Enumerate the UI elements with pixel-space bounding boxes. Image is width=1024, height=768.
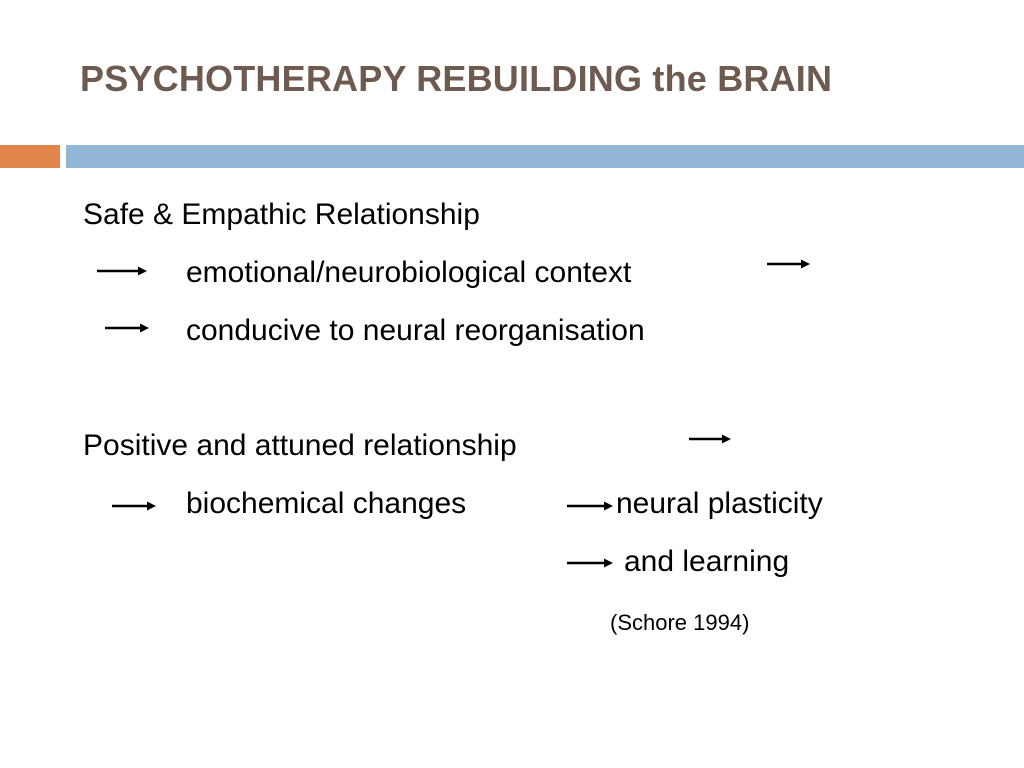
arrow-right-icon <box>567 557 613 569</box>
arrow-right-icon <box>689 433 731 445</box>
accent-bar-blue <box>66 145 1024 168</box>
arrow-right-icon <box>97 265 147 277</box>
line-positive-attuned-relationship: Positive and attuned relationship <box>83 429 517 462</box>
line-biochemical-changes: biochemical changes <box>186 487 467 520</box>
line-emotional-context: emotional/neurobiological context <box>186 256 632 289</box>
arrow-right-icon <box>767 258 810 270</box>
line-neural-plasticity: neural plasticity <box>616 487 823 520</box>
line-neural-reorganisation: conducive to neural reorganisation <box>186 314 645 347</box>
arrow-right-icon <box>567 500 613 512</box>
line-and-learning: and learning <box>624 545 790 578</box>
accent-bar-orange <box>0 145 60 168</box>
arrow-right-icon <box>112 500 156 512</box>
slide-title: PSYCHOTHERAPY REBUILDING the BRAIN <box>80 58 833 99</box>
citation: (Schore 1994) <box>610 610 750 635</box>
line-safe-empathic-relationship: Safe & Empathic Relationship <box>83 198 480 231</box>
arrow-right-icon <box>105 322 149 334</box>
